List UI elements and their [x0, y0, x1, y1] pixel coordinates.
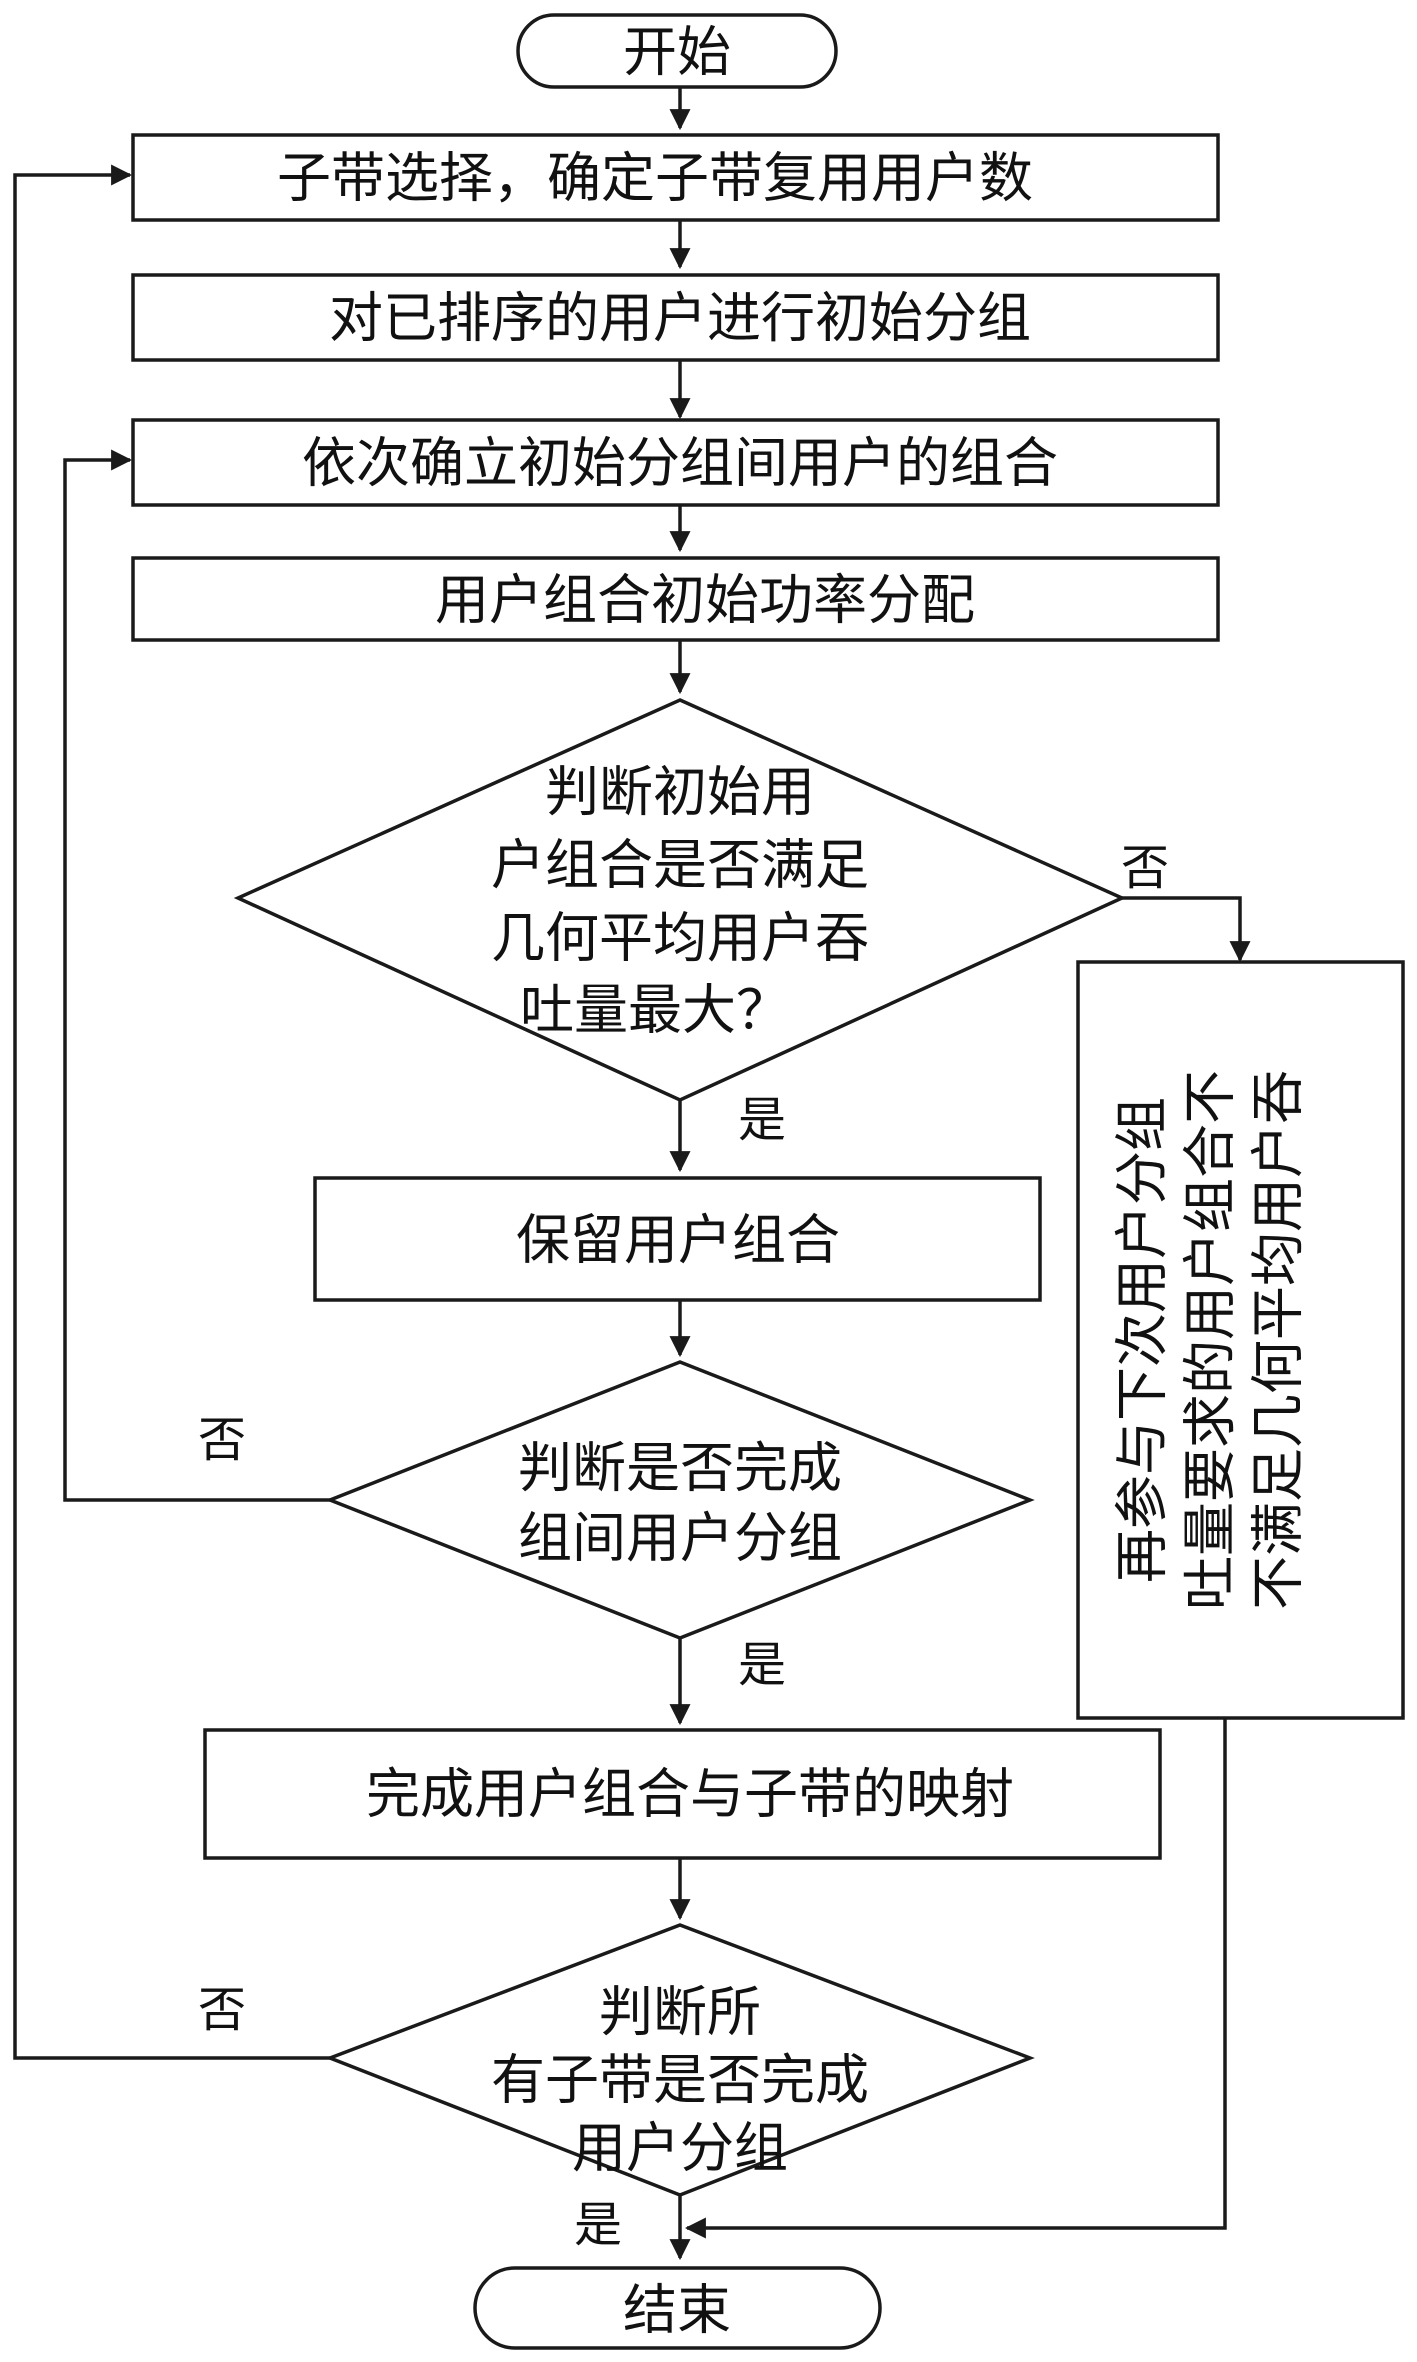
end-label: 结束: [623, 2279, 731, 2342]
branch-label-yes: 是: [738, 1092, 786, 1148]
process-label: 保留用户组合: [516, 1209, 840, 1272]
end-terminal: 结束: [473, 2266, 882, 2350]
process-box-keep-combination: 保留用户组合: [313, 1176, 1042, 1302]
branch-label-no: 否: [198, 1412, 246, 1468]
arrow-d1-no-to-side: [1122, 896, 1251, 963]
decision-line: 几何平均用户吞: [491, 907, 869, 970]
decision-line: 判断所: [599, 1981, 761, 2044]
decision-line: 用户分组: [572, 2117, 788, 2180]
process-box-subband-selection: 子带选择，确定子带复用用户数: [131, 133, 1220, 222]
decision-line: 判断初始用: [545, 761, 815, 824]
process-box-initial-grouping: 对已排序的用户进行初始分组: [131, 273, 1220, 362]
connectors: [13, 88, 1251, 2261]
process-label: 子带选择，确定子带复用用户数: [277, 147, 1033, 210]
decision-all-subbands-complete: 判断所 有子带是否完成 用户分组: [325, 1923, 1035, 2197]
decision-line: 户组合是否满足: [491, 834, 869, 897]
process-label: 依次确立初始分组间用户的组合: [302, 432, 1058, 495]
decision-grouping-complete: 判断是否完成 组间用户分组: [325, 1360, 1035, 1640]
process-box-subband-mapping: 完成用户组合与子带的映射: [203, 1728, 1162, 1860]
branch-label-yes: 是: [574, 2197, 622, 2253]
arrow-side-to-end: [684, 1718, 1227, 2239]
decision-line: 吐量最大？: [520, 979, 790, 1042]
branch-label-no: 否: [198, 1982, 246, 2038]
side-line: 不满足几何平均用户吞: [1247, 1070, 1310, 1610]
decision-throughput-max: 判断初始用 户组合是否满足 几何平均用户吞 吐量最大？: [233, 698, 1127, 1102]
branch-label-yes: 是: [738, 1637, 786, 1693]
branch-label-no: 否: [1121, 840, 1169, 896]
side-line: 再参与下次用户分组: [1111, 1097, 1174, 1583]
arrow-d2-no-loop: [63, 449, 330, 1502]
side-box-excluded-combinations: 不满足几何平均用户吞 吐量要求的用户组合不 再参与下次用户分组: [1076, 960, 1405, 1720]
process-label: 完成用户组合与子带的映射: [366, 1763, 1014, 1826]
process-label: 用户组合初始功率分配: [435, 569, 975, 632]
process-box-power-allocation: 用户组合初始功率分配: [131, 556, 1220, 642]
process-label: 对已排序的用户进行初始分组: [329, 287, 1031, 350]
arrow-d3-no-loop: [13, 164, 330, 2060]
side-line: 吐量要求的用户组合不: [1179, 1070, 1242, 1610]
start-label: 开始: [623, 21, 731, 84]
start-terminal: 开始: [516, 13, 838, 89]
decision-line: 判断是否完成: [518, 1437, 842, 1500]
decision-line: 有子带是否完成: [491, 2049, 869, 2112]
decision-line: 组间用户分组: [518, 1507, 842, 1570]
process-box-determine-combination: 依次确立初始分组间用户的组合: [131, 418, 1220, 507]
